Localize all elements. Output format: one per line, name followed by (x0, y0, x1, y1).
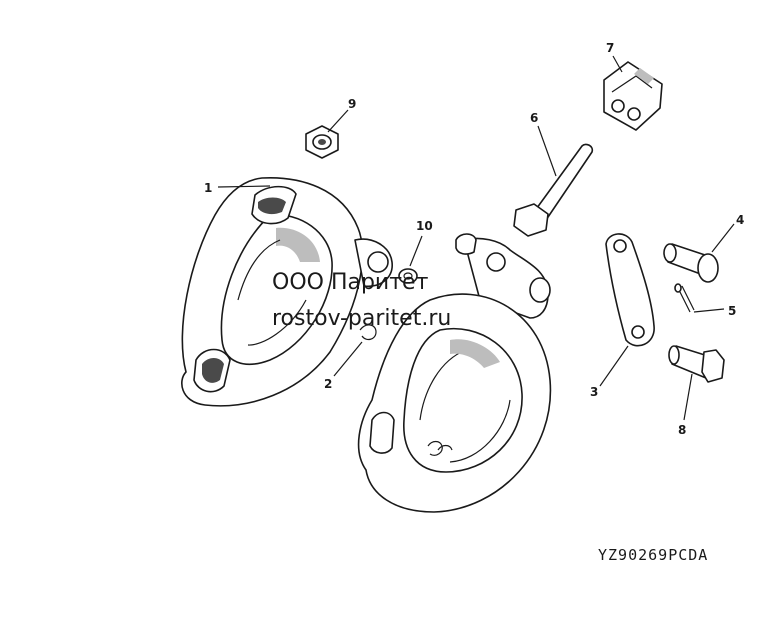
part-2-spring (359, 324, 377, 341)
leader-1 (217, 185, 271, 188)
leader-8 (683, 373, 693, 421)
part-6-bolt (513, 143, 594, 237)
leader-10 (409, 235, 423, 267)
reference-code: YZ90269PCDA (598, 546, 709, 564)
callout-10: 10 (416, 219, 433, 233)
part-1-brake-housing (181, 176, 393, 407)
part-right-brake-disc (357, 293, 552, 513)
part-4-pin (663, 243, 719, 283)
leader-4 (711, 223, 735, 253)
callout-6: 6 (530, 111, 538, 125)
callouts: 1 2 3 4 5 6 7 8 9 10 (204, 41, 744, 437)
part-5-cotter-pin (674, 283, 695, 313)
part-10-washer (398, 268, 418, 284)
part-9-nut (305, 125, 339, 159)
callout-4: 4 (736, 213, 744, 227)
callout-3: 3 (590, 385, 598, 399)
watermark-url: rostov-paritet.ru (272, 306, 452, 331)
callout-7: 7 (606, 41, 614, 55)
part-3-link-plate (605, 233, 655, 347)
watermark-company: ООО Паритет (272, 270, 429, 295)
callout-1: 1 (204, 181, 212, 195)
leader-3 (599, 345, 629, 387)
part-8-hex-bolt (668, 345, 725, 383)
leader-5 (693, 308, 725, 313)
leader-lines (217, 55, 735, 421)
leader-7 (612, 55, 623, 73)
leader-6 (537, 125, 557, 177)
callout-5: 5 (728, 304, 736, 318)
leader-2 (333, 341, 363, 377)
leader-9 (327, 109, 349, 133)
callout-8: 8 (678, 423, 686, 437)
callout-9: 9 (348, 97, 356, 111)
callout-2: 2 (324, 377, 332, 391)
part-7-clevis (603, 61, 663, 131)
